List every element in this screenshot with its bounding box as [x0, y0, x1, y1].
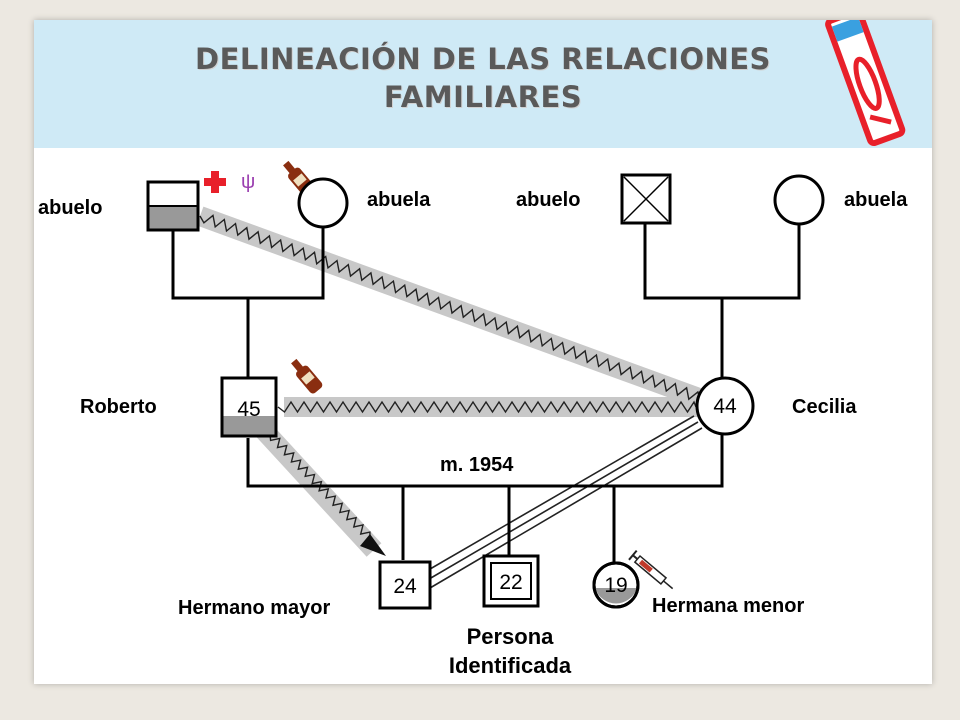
genogram-diagram: abuelo ψ abuela abuelo abuela [38, 20, 908, 678]
identified-person-label-1: Persona [467, 624, 555, 649]
paternal-grandfather: abuelo [38, 180, 200, 232]
maternal-grandfather-label: abuelo [516, 189, 580, 211]
plus-icon [204, 171, 226, 193]
maternal-grandmother: abuela [773, 174, 908, 226]
identified-person: 22 Persona Identificada [449, 554, 572, 678]
younger-sister-age: 19 [604, 574, 627, 597]
psi-icon: ψ [241, 171, 255, 193]
older-brother: 24 Hermano mayor [178, 560, 432, 619]
father-roberto: 45 Roberto [80, 376, 278, 438]
paternal-grandmother: abuela [297, 177, 431, 229]
title-line-1: DELINEACIÓN DE LAS RELACIONES [195, 42, 771, 76]
arrowhead-icon [360, 534, 386, 556]
marriage-label: m. 1954 [440, 454, 514, 476]
title-banner: DELINEACIÓN DE LAS RELACIONES FAMILIARES [34, 20, 932, 148]
younger-sister-label: Hermana menor [652, 595, 804, 617]
father-label: Roberto [80, 396, 157, 418]
bottle-icon [291, 358, 323, 394]
paternal-grandfather-label: abuelo [38, 197, 102, 219]
father-age: 45 [237, 398, 260, 421]
conflict-grandfather-cecilia [199, 214, 701, 401]
identified-person-label-2: Identificada [449, 653, 572, 678]
syringe-icon [628, 549, 674, 590]
title-line-2: FAMILIARES [383, 80, 583, 114]
mother-cecilia: 44 Cecilia [695, 376, 857, 436]
maternal-grandmother-label: abuela [844, 189, 908, 211]
mother-age: 44 [713, 395, 737, 418]
maternal-grandfather: abuelo [516, 173, 672, 225]
younger-sister: 19 Hermana menor [592, 561, 804, 617]
conflict-roberto-cecilia [277, 400, 697, 414]
identified-person-age: 22 [499, 571, 522, 594]
older-brother-age: 24 [393, 575, 417, 598]
pencil-icon [825, 20, 906, 147]
paternal-grandmother-label: abuela [367, 189, 431, 211]
enmeshed-lines [417, 415, 703, 589]
slide: DELINEACIÓN DE LAS RELACIONES FAMILIARES [34, 20, 932, 684]
older-brother-label: Hermano mayor [178, 597, 330, 619]
mother-label: Cecilia [792, 396, 857, 418]
family-lines [171, 224, 801, 564]
